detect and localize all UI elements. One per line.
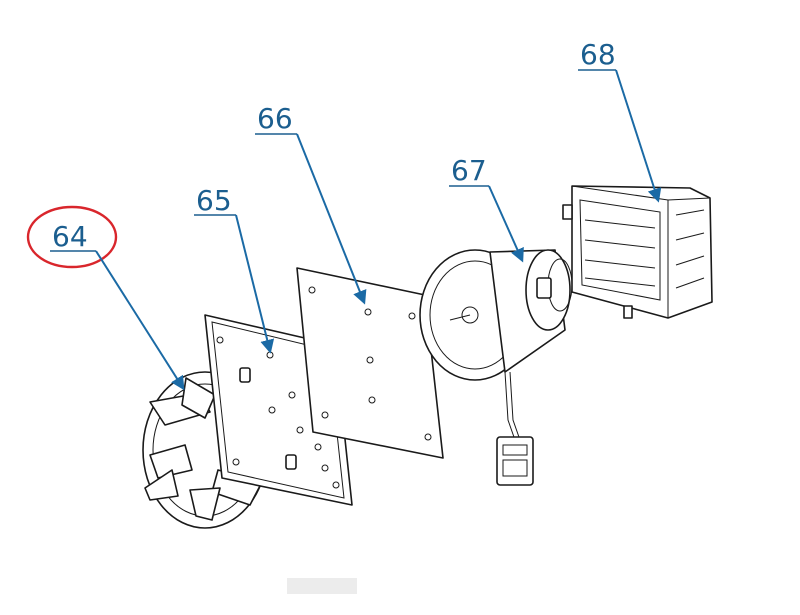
callout-66: 66 [255,102,367,305]
leader-line [235,214,275,354]
highlight-ring [26,205,118,269]
leader-line [296,133,367,305]
footer-placeholder-bar [287,578,357,594]
callout-64: 64 [26,205,185,391]
callout-label-67: 67 [451,154,487,187]
callout-67: 67 [449,154,524,263]
callout-label-64: 64 [52,220,88,253]
callout-label-68: 68 [580,38,616,71]
callout-label-65: 65 [196,184,232,217]
callout-label-66: 66 [257,102,293,135]
leader-line [615,69,662,203]
callout-68: 68 [578,38,662,203]
leader-line [488,185,524,263]
part-67-motor [419,249,573,486]
callout-65: 65 [194,184,275,354]
part-66-rear-plate [296,267,444,459]
leader-line [95,250,185,391]
part-68-housing-box [562,185,713,319]
